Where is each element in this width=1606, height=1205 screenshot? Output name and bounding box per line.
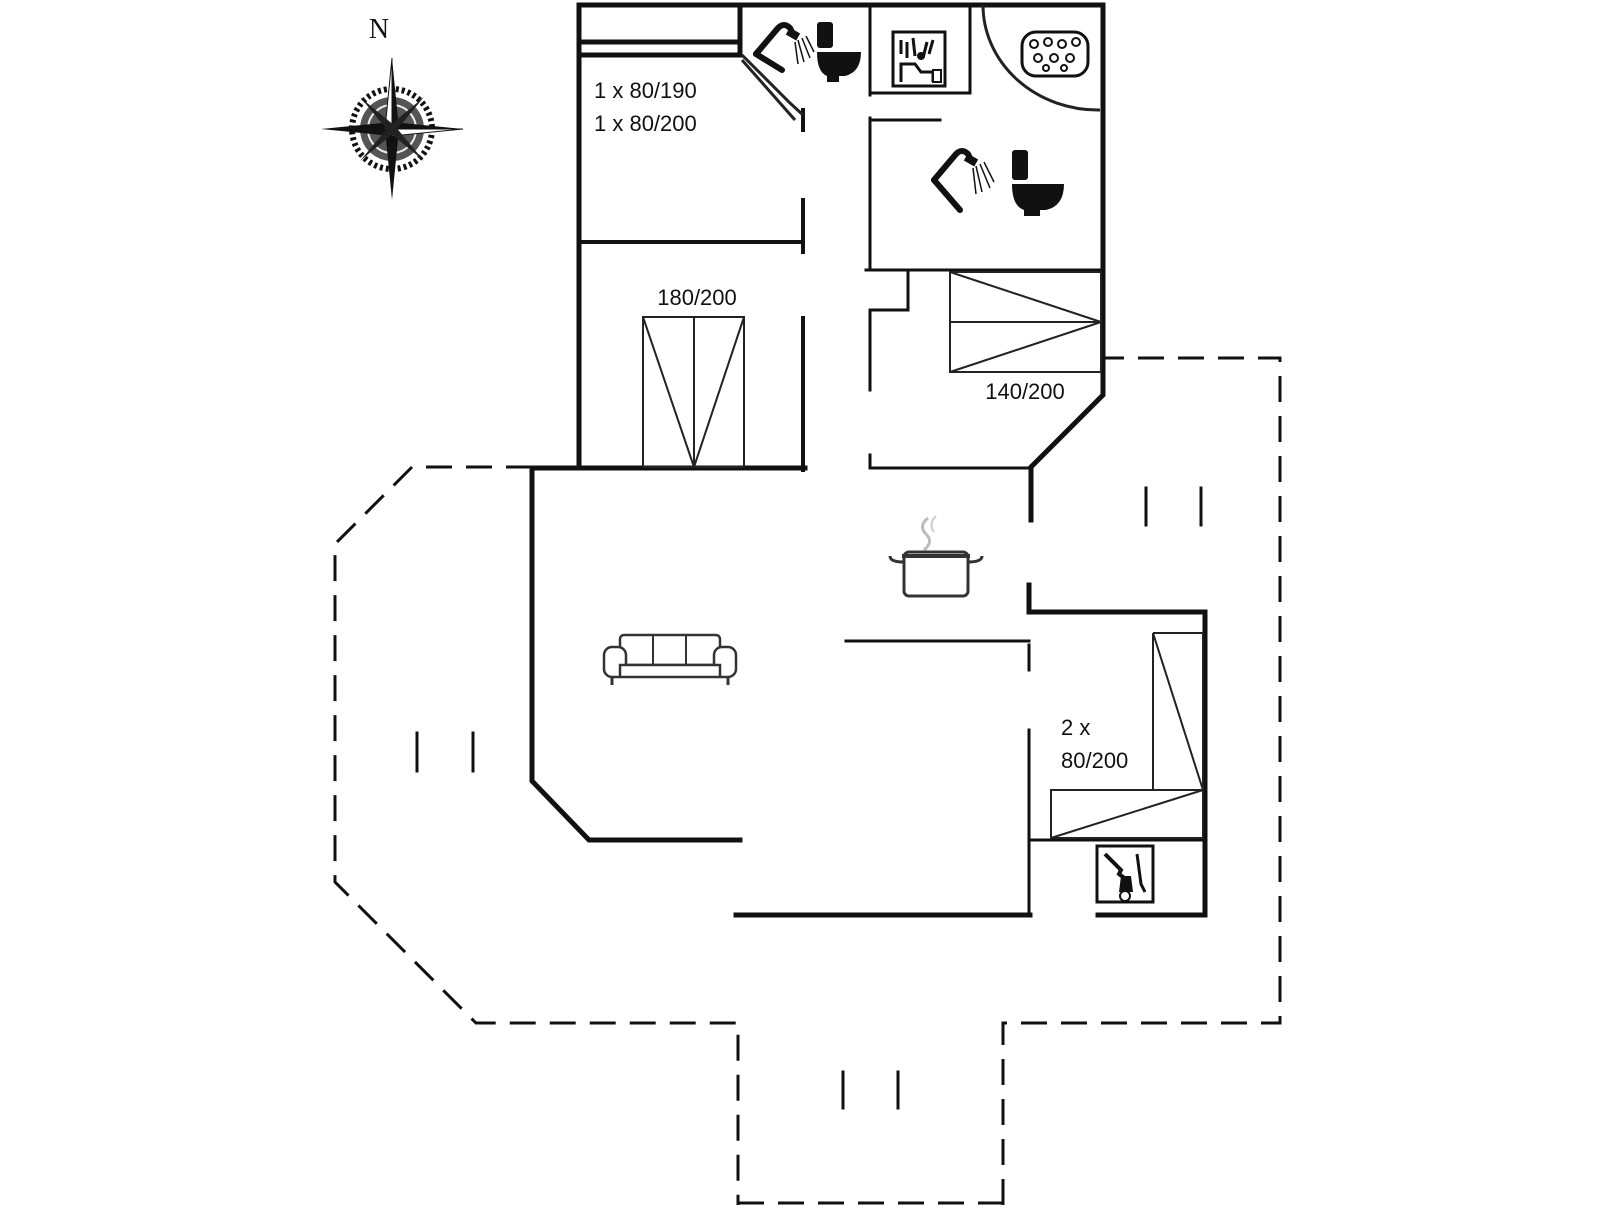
whirlpool-icon xyxy=(1020,30,1090,78)
bunk-bed-label-line1: 2 x xyxy=(1061,715,1090,740)
shower-icon xyxy=(753,22,815,73)
toilet-icon xyxy=(817,22,861,82)
terrace-outline xyxy=(333,356,1282,1205)
right-bed-label: 140/200 xyxy=(985,379,1065,404)
cooking-pot-icon xyxy=(888,515,984,598)
compass-rose-icon: N xyxy=(321,14,464,200)
sofa-icon xyxy=(602,633,738,685)
bunk-bed-80-200 xyxy=(1050,632,1204,839)
bunk-bed-label-line2: 80/200 xyxy=(1061,748,1128,773)
terrace-steps-marks xyxy=(415,486,1203,1110)
bedroom-beds-line1: 1 x 80/190 xyxy=(594,78,697,103)
washing-machine-icon xyxy=(1095,844,1155,904)
sauna-icon xyxy=(891,30,947,88)
bed-140-200 xyxy=(949,271,1102,373)
building-walls xyxy=(529,2,1208,918)
double-bed-label: 180/200 xyxy=(657,285,737,310)
toilet-icon-2 xyxy=(1012,150,1064,216)
bed-180-200 xyxy=(642,316,745,468)
north-label: N xyxy=(369,14,389,45)
shower-icon-2 xyxy=(931,148,995,213)
bedroom-beds-line2: 1 x 80/200 xyxy=(594,111,697,136)
